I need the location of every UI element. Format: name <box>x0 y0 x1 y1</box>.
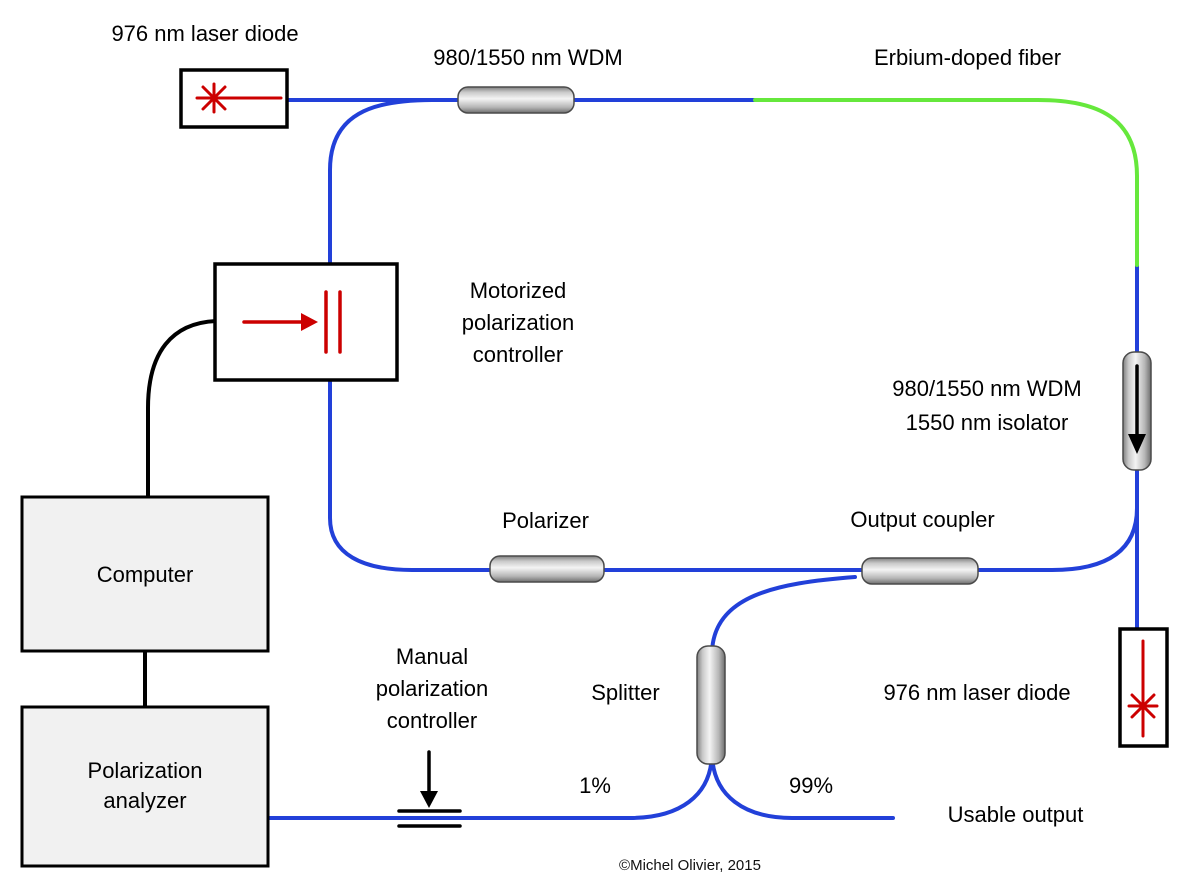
manual-pc-plates-icon <box>397 809 462 828</box>
laser-beam-icon <box>1127 639 1159 738</box>
label-pump-laser-bottom: 976 nm laser diode <box>883 680 1071 705</box>
mpc-arrow-icon <box>242 313 318 331</box>
manual-pc-arrow-icon <box>420 750 438 808</box>
label-polarization-analyzer: Polarization analyzer <box>87 758 203 813</box>
mpc-polarizer-plates-icon <box>324 290 342 354</box>
analyzer-box <box>20 705 270 868</box>
fiber-ring-blue <box>328 98 1139 572</box>
polarizer-cylinder <box>489 555 605 583</box>
label-split-1pct: 1% <box>579 773 611 798</box>
fiber-coupler-drop <box>710 575 857 758</box>
label-pump-laser-top: 976 nm laser diode <box>111 21 299 46</box>
splitter-cylinder <box>696 645 726 765</box>
output-coupler-cylinder <box>861 557 979 585</box>
cable-mpc-to-computer <box>146 319 218 499</box>
label-computer: Computer <box>96 562 194 587</box>
label-manual-pc: Manual polarization controller <box>375 644 489 733</box>
label-usable-output: Usable output <box>947 802 1084 827</box>
label-wdm: 980/1550 nm WDM <box>433 45 623 70</box>
wdm-cylinder <box>457 86 575 114</box>
isolator-arrow-icon <box>1128 364 1146 454</box>
label-polarizer: Polarizer <box>502 508 589 533</box>
label-erbium-fiber: Erbium-doped fiber <box>873 45 1062 70</box>
credit-text: ©Michel Olivier, 2015 <box>619 857 761 874</box>
label-motorized-pc: Motorized polarization controller <box>461 278 575 367</box>
label-output-coupler: Output coupler <box>850 507 995 532</box>
fiber-splitter-1pct <box>266 750 714 820</box>
label-splitter: Splitter <box>591 680 660 705</box>
laser-beam-icon <box>195 82 283 114</box>
computer-box <box>20 495 270 653</box>
fiber-splitter-99pct <box>710 750 895 820</box>
label-split-99pct: 99% <box>788 773 834 798</box>
label-wdm-isolator: 980/1550 nm WDM 1550 nm isolator <box>892 376 1082 435</box>
fiber-erbium-green <box>753 98 1139 267</box>
